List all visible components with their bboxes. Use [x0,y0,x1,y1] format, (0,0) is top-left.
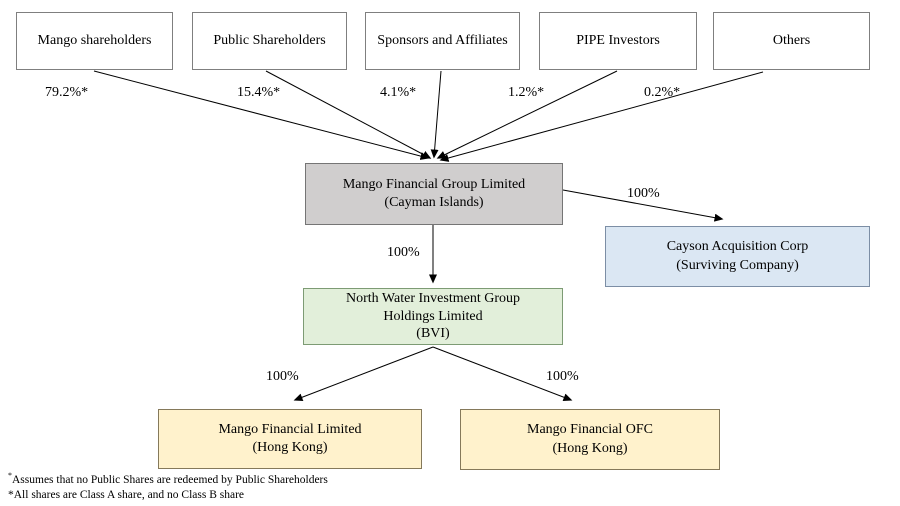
pct-sponsors-affiliates: 4.1%* [380,85,417,100]
ownership-parent-to-surviving: 100% [627,186,660,201]
box-others: Others [713,12,870,70]
box-public-shareholders: Public Shareholders [192,12,347,70]
box-north-water-holdings: North Water Investment Group Holdings Li… [303,288,563,345]
pct-others: 0.2%* [644,85,681,100]
box-mango-shareholders: Mango shareholders [16,12,173,70]
box-pipe-investors: PIPE Investors [539,12,697,70]
box-cayson-acquisition-corp: Cayson Acquisition Corp (Surviving Compa… [605,226,870,287]
box-label-line2: (Hong Kong) [252,440,328,455]
footnote-marker: * [8,471,12,480]
pct-pipe-investors: 1.2%* [508,85,545,100]
box-sponsors-affiliates: Sponsors and Affiliates [365,12,520,70]
box-mango-financial-ofc: Mango Financial OFC (Hong Kong) [460,409,720,470]
footnote-text: Assumes that no Public Shares are redeem… [12,473,328,486]
box-label: Others [772,32,811,48]
box-label-line1: Mango Financial Limited [218,421,362,437]
footnote-text: All shares are Class A share, and no Cla… [13,489,245,502]
box-mango-financial-limited: Mango Financial Limited (Hong Kong) [158,409,422,469]
box-label: Public Shareholders [213,32,326,48]
box-label-line2: (Cayman Islands) [384,195,484,210]
box-label-line1: Cayson Acquisition Corp [666,239,809,255]
box-label: PIPE Investors [576,32,660,48]
box-label-line3: (BVI) [416,326,450,342]
footnote-redemption: *Assumes that no Public Shares are redee… [8,471,328,488]
footnotes: *Assumes that no Public Shares are redee… [8,471,328,504]
box-label-line1: North Water Investment Group [346,291,520,307]
box-label-line2: Holdings Limited [383,308,483,324]
ownership-holdco-to-sub-right: 100% [546,369,579,384]
box-label-line2: (Surviving Company) [676,257,799,273]
box-label: Mango shareholders [37,32,152,48]
box-label-line2: (Hong Kong) [552,440,628,456]
box-label: Sponsors and Affiliates [377,32,508,48]
box-mango-financial-group: Mango Financial Group Limited (Cayman Is… [305,163,563,225]
ownership-holdco-to-sub-left: 100% [266,369,299,384]
box-label-line1: Mango Financial OFC [527,422,653,438]
footnote-share-class: *All shares are Class A share, and no Cl… [8,488,328,504]
box-label-line1: Mango Financial Group Limited [342,176,526,192]
pct-mango-shareholders: 79.2%* [45,85,89,100]
footnote-marker: * [8,489,14,502]
ownership-parent-to-holdco: 100% [387,245,420,260]
pct-public-shareholders: 15.4%* [237,85,281,100]
